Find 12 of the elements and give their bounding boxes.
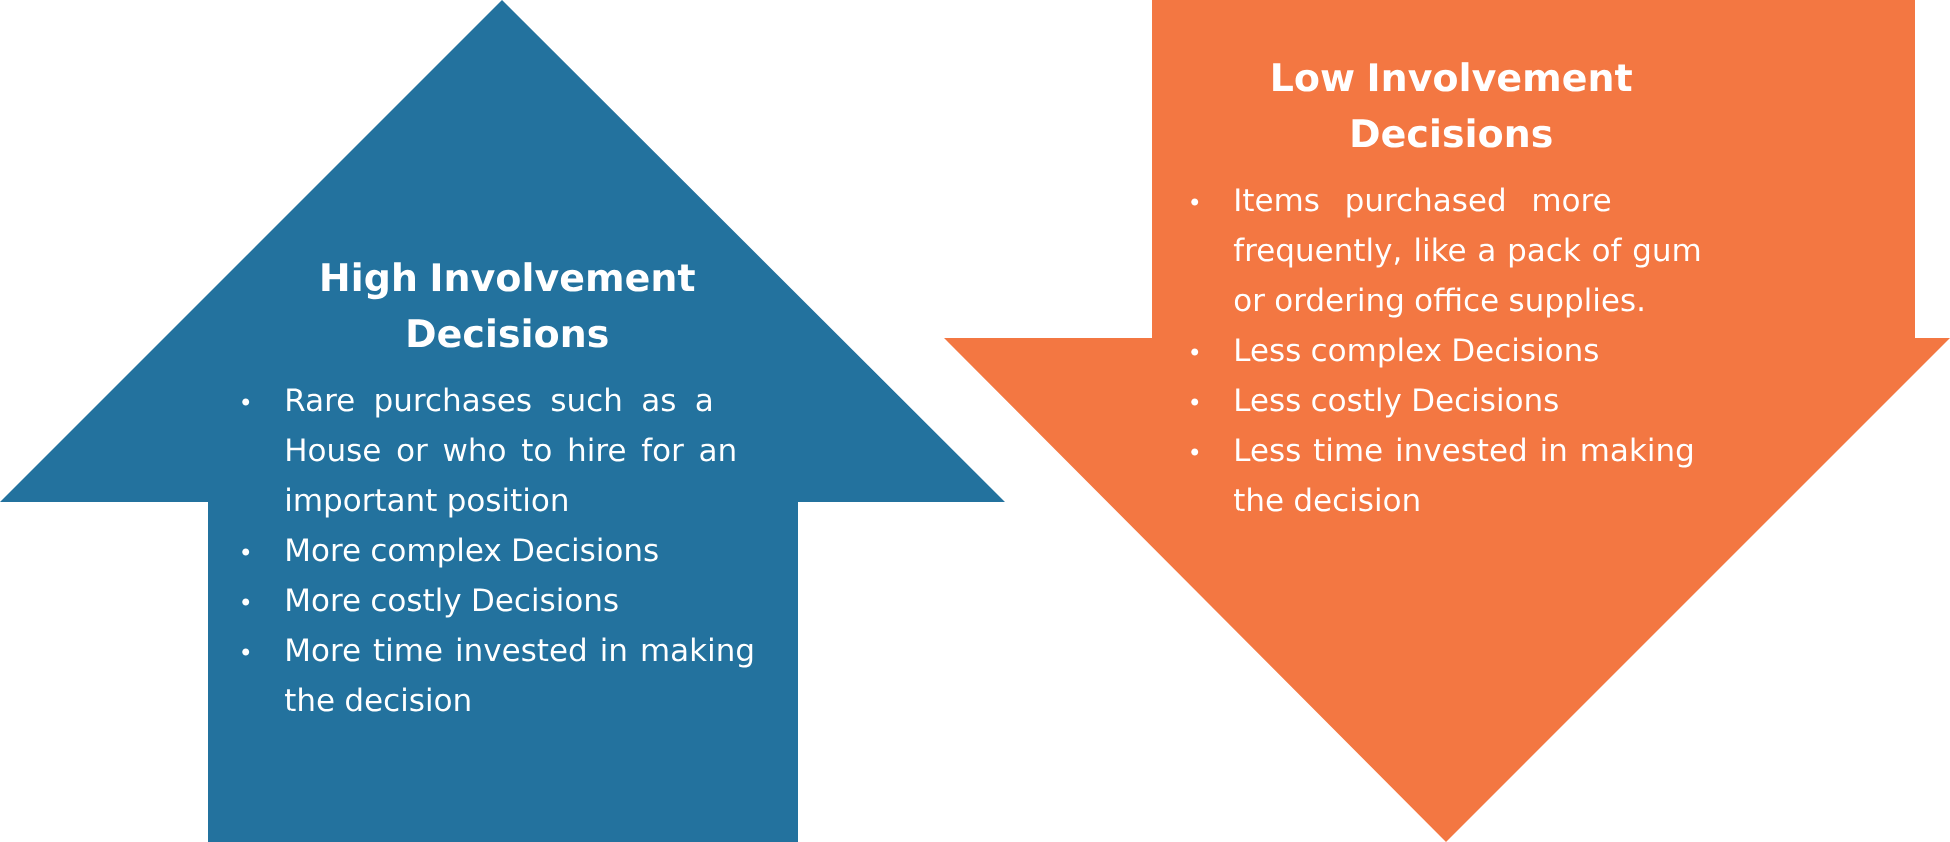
heading: High Involvement Decisions — [322, 262, 695, 348]
heading: Low Involvement Decisions — [1273, 62, 1632, 148]
bullet-item: More time invested in making the decision — [285, 637, 753, 712]
bullet-item: Less time invested in making the decision — [1234, 437, 1692, 512]
bullet-item: More costly Decisions — [287, 587, 618, 618]
bullet-item: Less complex Decisions — [1236, 337, 1598, 368]
bullet-item: Items purchased more frequently, like a pack of gum or ordering office supplies. — [1233, 187, 1700, 318]
bullet-item: Rare purchases such as a House or who to hire for an important position — [287, 387, 735, 518]
down-arrow — [944, 0, 1950, 842]
bullet-item: Less costly Decisions — [1236, 387, 1558, 418]
up-arrow — [0, 0, 1005, 842]
bullet-item: More complex Decisions — [287, 537, 658, 568]
